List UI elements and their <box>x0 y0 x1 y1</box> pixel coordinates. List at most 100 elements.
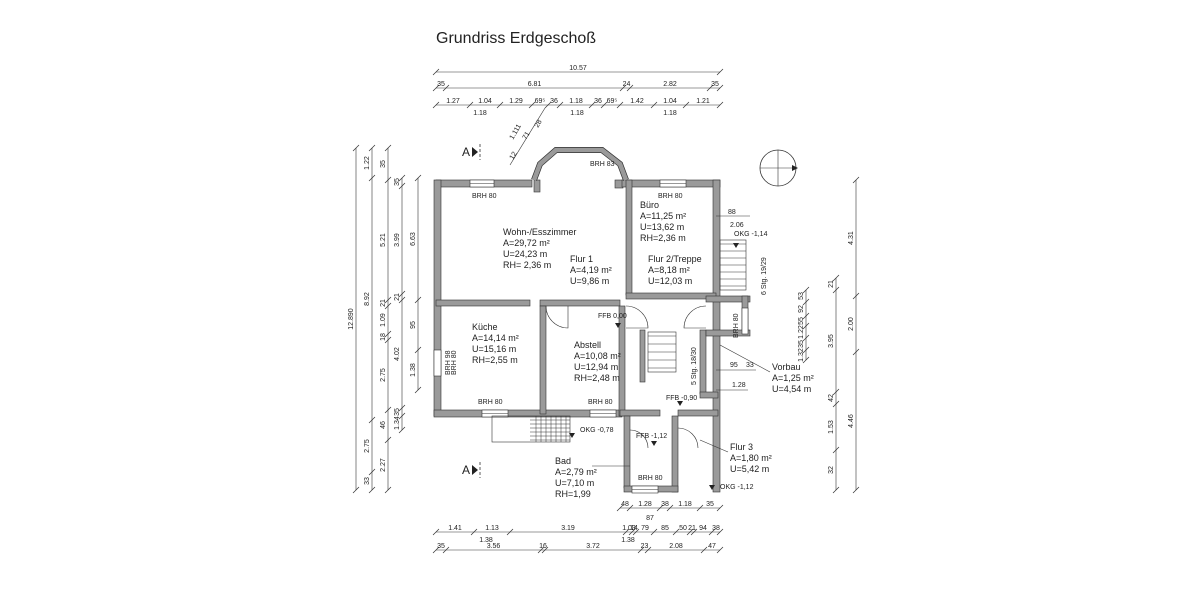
wall <box>623 415 631 489</box>
dim-label: 5.21 <box>380 233 387 247</box>
dim-label: 94 <box>699 525 707 532</box>
dim-label: 1.21 <box>696 98 710 105</box>
dim-tick <box>398 404 406 412</box>
dim-label: 8.92 <box>364 292 371 306</box>
dim-tick <box>666 504 674 512</box>
dim-label: 2.75 <box>364 439 371 453</box>
dim-tick <box>442 84 450 92</box>
window <box>433 349 442 377</box>
dim-tick <box>398 426 406 434</box>
dim-tick <box>398 296 406 304</box>
dim-tick <box>832 388 840 396</box>
dim-label: 1.18 <box>663 110 677 117</box>
stair-run <box>647 331 677 373</box>
dim-label: 2.06 <box>730 222 744 229</box>
dim-tick <box>398 182 406 190</box>
dim-tick <box>414 296 422 304</box>
dim-label: 47 <box>708 543 716 550</box>
dim-tick <box>852 348 860 356</box>
wall <box>671 415 679 493</box>
level-marker-icon <box>709 485 715 490</box>
dim-label: 1.18 <box>569 98 583 105</box>
dim-tick <box>537 546 545 554</box>
dim-label: 14 <box>630 525 638 532</box>
dim-tick <box>384 406 392 414</box>
room-label-flur-3: Flur 3 <box>730 442 753 452</box>
dim-tick <box>398 174 406 182</box>
brh-label: BRH 80 <box>451 350 458 375</box>
dim-label: 69⁵ <box>607 98 618 105</box>
dim-tick <box>716 84 724 92</box>
room-label-bad: U=7,10 m <box>555 478 594 488</box>
room-label-flur-1: Flur 1 <box>570 254 593 264</box>
dim-label: 32 <box>828 466 835 474</box>
dim-label: 1.38 <box>410 363 417 377</box>
brh-label: BRH 98 <box>445 350 452 375</box>
dim-label: 1.38 <box>621 537 635 544</box>
room-label-wohn-esszimmer: A=29,72 m² <box>503 238 550 248</box>
dim-tick <box>470 528 478 536</box>
dim-tick <box>352 144 360 152</box>
brh-label: BRH 80 <box>588 399 613 406</box>
dim-tick <box>716 528 724 536</box>
wall <box>699 329 707 395</box>
dim-label: 12 <box>509 151 519 161</box>
door-swing <box>545 305 569 329</box>
dim-label: 1.13 <box>485 525 499 532</box>
dim-label: 42 <box>828 394 835 402</box>
wall <box>618 305 626 417</box>
dim-tick <box>398 412 406 420</box>
section-marker-label: A <box>462 463 470 477</box>
room-label-bad: A=2,79 m² <box>555 467 597 477</box>
dim-label: 23 <box>641 543 649 550</box>
dim-tick <box>637 546 645 554</box>
room-label-flur-3: U=5,42 m <box>730 464 769 474</box>
dim-label: 85 <box>661 525 669 532</box>
dim-tick <box>368 486 376 494</box>
dim-label: 2.27 <box>380 458 387 472</box>
dim-label: 35 <box>394 178 401 186</box>
dim-label: 21 <box>380 299 387 307</box>
dim-label: 21 <box>828 280 835 288</box>
dim-label: 1.28 <box>732 382 746 389</box>
dim-tick <box>368 468 376 476</box>
wall <box>539 299 621 307</box>
dim-label: 33 <box>364 477 371 485</box>
door-swing <box>625 305 649 329</box>
dim-tick <box>432 84 440 92</box>
dim-tick <box>716 504 724 512</box>
dim-tick <box>802 286 810 294</box>
dim-label: 3.56 <box>487 543 501 550</box>
dim-tick <box>852 292 860 300</box>
level-label: FFB 0,00 <box>598 313 627 320</box>
brh-label: BRH 80 <box>638 475 663 482</box>
room-label-b-ro: RH=2,36 m <box>640 233 686 243</box>
dim-tick <box>432 528 440 536</box>
room-label-b-ro: Büro <box>640 200 659 210</box>
dim-label: 1.29 <box>509 98 523 105</box>
door-swing <box>683 305 707 329</box>
dim-label: 35 <box>394 408 401 416</box>
dim-tick <box>384 486 392 494</box>
dim-tick <box>802 356 810 364</box>
dim-tick <box>716 101 724 109</box>
dim-tick <box>832 486 840 494</box>
dim-label: 2.82 <box>663 81 677 88</box>
room-label-b-ro: U=13,62 m <box>640 222 684 232</box>
room-label-bad: Bad <box>555 456 571 466</box>
level-label: OKG -0,78 <box>580 427 614 434</box>
brh-label: BRH 80 <box>658 193 683 200</box>
wall <box>625 292 717 300</box>
leader-line <box>719 344 771 373</box>
dim-tick <box>650 101 658 109</box>
room-label-wohn-esszimmer: RH= 2,36 m <box>503 260 551 270</box>
room-label-k-che: Küche <box>472 322 498 332</box>
room-label-k-che: RH=2,55 m <box>472 355 518 365</box>
dim-label: 1.03 <box>622 525 636 532</box>
dim-label: 4.46 <box>848 414 855 428</box>
dim-label: 18 <box>380 333 387 341</box>
room-label-flur-2-treppe: U=12,03 m <box>648 276 692 286</box>
dim-tick <box>384 176 392 184</box>
dim-label: 3.19 <box>561 525 575 532</box>
dim-label: 3.72 <box>586 543 600 550</box>
